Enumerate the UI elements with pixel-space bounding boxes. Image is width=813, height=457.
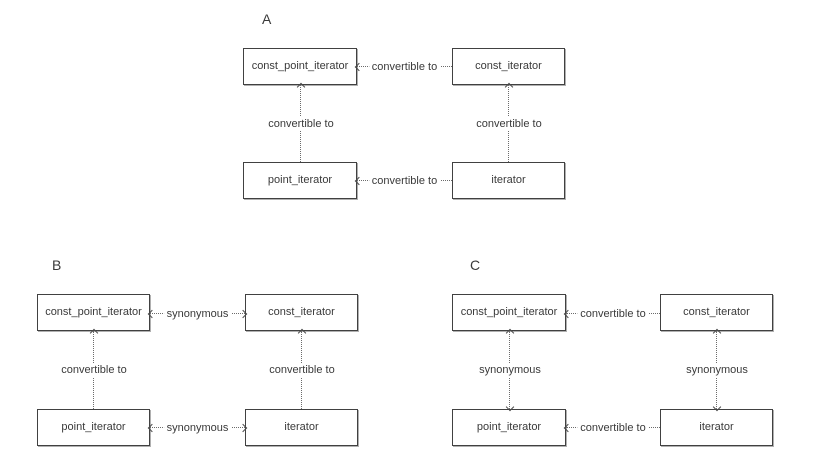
edge-const-iterator-to-const-point-iterator: convertible to bbox=[354, 60, 452, 74]
node-const-iterator: const_iterator bbox=[660, 294, 773, 331]
edge-iterator-synonymous-point-iterator: synonymous bbox=[147, 421, 248, 435]
edge-point-iterator-synonymous-const-point-iterator: synonymous bbox=[476, 328, 544, 412]
node-label: iterator bbox=[284, 421, 319, 433]
edge-point-iterator-to-const-point-iterator: convertible to bbox=[58, 328, 130, 409]
node-label: iterator bbox=[491, 174, 526, 186]
node-label: const_point_iterator bbox=[45, 306, 142, 318]
node-const-point-iterator: const_point_iterator bbox=[452, 294, 566, 331]
diagram-a-title: A bbox=[262, 11, 272, 27]
edge-iterator-to-const-iterator: convertible to bbox=[473, 82, 545, 162]
edge-const-iterator-synonymous-const-point-iterator: synonymous bbox=[147, 307, 248, 321]
node-iterator: iterator bbox=[660, 409, 773, 446]
node-point-iterator: point_iterator bbox=[452, 409, 566, 446]
edge-label: convertible to bbox=[368, 174, 441, 188]
edge-label: convertible to bbox=[266, 363, 338, 377]
node-point-iterator: point_iterator bbox=[243, 162, 357, 199]
edge-point-iterator-to-const-point-iterator: convertible to bbox=[265, 82, 337, 162]
node-label: const_point_iterator bbox=[251, 60, 349, 72]
edge-iterator-to-point-iterator: convertible to bbox=[563, 421, 660, 435]
node-label: point_iterator bbox=[476, 421, 542, 433]
node-label: const_iterator bbox=[475, 60, 542, 72]
edge-label: convertible to bbox=[58, 363, 130, 377]
node-label: const_iterator bbox=[268, 306, 335, 318]
node-label: point_iterator bbox=[267, 174, 333, 186]
node-label: const_point_iterator bbox=[460, 306, 558, 318]
node-const-iterator: const_iterator bbox=[245, 294, 358, 331]
diagram-c-title: C bbox=[470, 257, 481, 273]
node-iterator: iterator bbox=[245, 409, 358, 446]
edge-label: convertible to bbox=[265, 116, 337, 131]
edge-iterator-to-const-iterator: convertible to bbox=[266, 328, 338, 409]
node-point-iterator: point_iterator bbox=[37, 409, 150, 446]
node-const-point-iterator: const_point_iterator bbox=[37, 294, 150, 331]
edge-label: convertible to bbox=[577, 307, 649, 321]
edge-label: synonymous bbox=[476, 363, 544, 377]
edge-label: synonymous bbox=[683, 363, 751, 377]
node-label: point_iterator bbox=[61, 421, 126, 433]
edge-label: convertible to bbox=[368, 60, 441, 74]
node-const-point-iterator: const_point_iterator bbox=[243, 48, 357, 85]
edge-const-iterator-to-const-point-iterator: convertible to bbox=[563, 307, 660, 321]
node-const-iterator: const_iterator bbox=[452, 48, 565, 85]
edge-label: convertible to bbox=[473, 116, 545, 131]
edge-iterator-synonymous-const-iterator: synonymous bbox=[683, 328, 751, 412]
edge-label: convertible to bbox=[577, 421, 649, 435]
edge-label: synonymous bbox=[163, 307, 232, 321]
node-label: const_iterator bbox=[683, 306, 750, 318]
diagram-b-title: B bbox=[52, 257, 62, 273]
edge-iterator-to-point-iterator: convertible to bbox=[354, 174, 452, 188]
node-iterator: iterator bbox=[452, 162, 565, 199]
node-label: iterator bbox=[699, 421, 734, 433]
edge-label: synonymous bbox=[163, 421, 232, 435]
